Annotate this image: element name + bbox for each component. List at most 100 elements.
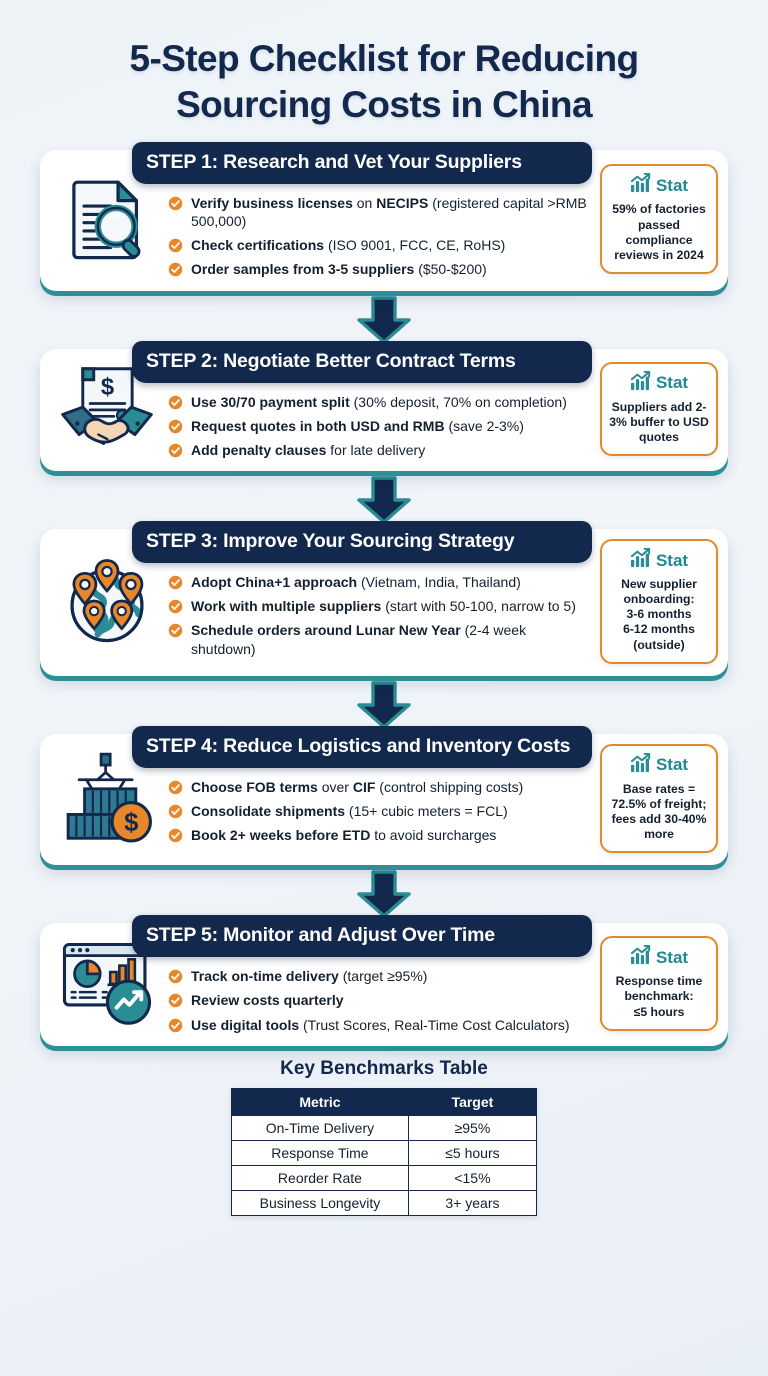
stat-chart-icon-svg	[630, 945, 651, 965]
down-arrow-icon-svg	[357, 870, 411, 918]
step-header-1: STEP 1: Research and Vet Your Suppliers	[132, 141, 592, 184]
list-item: Schedule orders around Lunar New Year (2…	[168, 621, 592, 657]
step-card-4: $ STEP 4: Reduce Logistics and Inventory…	[40, 725, 728, 866]
check-circle-icon	[168, 395, 183, 410]
svg-text:$: $	[124, 809, 138, 837]
step-header-3: STEP 3: Improve Your Sourcing Strategy	[132, 521, 592, 564]
stat-chart-icon-svg	[630, 547, 651, 568]
table-cell-target: 3+ years	[407, 1189, 538, 1216]
bullet-text: Track on-time delivery (target ≥95%)	[191, 968, 428, 985]
step-body-4: STEP 4: Reduce Logistics and Inventory C…	[132, 725, 596, 854]
stat-header: Stat	[607, 370, 711, 396]
list-item: Book 2+ weeks before ETD to avoid surcha…	[168, 826, 592, 844]
step-block-2: $ STEP 2: Negotiate Better Contract Term…	[40, 340, 728, 530]
check-circle-icon-svg	[168, 828, 183, 843]
document-magnifier-icon-svg	[72, 180, 141, 260]
down-arrow-icon	[40, 676, 728, 734]
check-circle-icon-svg	[168, 419, 183, 433]
stat-chart-icon	[630, 752, 652, 778]
check-circle-icon-svg	[168, 600, 183, 614]
handshake-contract-icon: $	[48, 359, 166, 460]
bullet-text: Choose FOB terms over CIF (control shipp…	[191, 778, 524, 795]
table-row: Response Time≤5 hours	[231, 1139, 538, 1166]
page-title: 5-Step Checklist for Reducing Sourcing C…	[0, 0, 768, 136]
bullet-text: Order samples from 3-5 suppliers ($50-$2…	[191, 261, 487, 278]
down-arrow-icon	[40, 471, 728, 529]
down-arrow-icon	[40, 291, 728, 349]
stat-header: Stat	[607, 547, 711, 573]
check-circle-icon-svg	[168, 395, 183, 409]
stat-label: Stat	[655, 550, 689, 570]
list-item: Use 30/70 payment split (30% deposit, 70…	[168, 393, 592, 411]
list-item: Track on-time delivery (target ≥95%)	[168, 967, 592, 985]
stat-text: Suppliers add 2-3% buffer to USD quotes	[609, 399, 709, 444]
bullet-list-3: Adopt China+1 approach (Vietnam, India, …	[166, 573, 592, 658]
check-circle-icon-svg	[168, 804, 183, 819]
check-circle-icon	[168, 262, 183, 277]
benchmarks-section: Key Benchmarks Table Metric Target On-Ti…	[0, 1058, 768, 1216]
table-cell-target: <15%	[407, 1164, 538, 1191]
bullet-text: Work with multiple suppliers (start with…	[191, 598, 576, 615]
list-item: Consolidate shipments (15+ cubic meters …	[168, 802, 592, 820]
bullet-text: Verify business licenses on NECIPS (regi…	[191, 194, 587, 229]
step-block-1: STEP 1: Research and Vet Your Suppliers …	[40, 141, 728, 349]
bullet-text: Schedule orders around Lunar New Year (2…	[191, 622, 527, 657]
check-circle-icon	[168, 623, 183, 638]
check-circle-icon-svg	[168, 1018, 183, 1032]
check-circle-icon-svg	[168, 575, 183, 590]
check-circle-icon	[168, 993, 183, 1008]
bullet-text: Review costs quarterly	[191, 992, 344, 1009]
stat-chart-icon-svg	[630, 752, 651, 772]
stat-label: Stat	[655, 373, 689, 393]
stat-chart-icon-svg	[630, 370, 651, 390]
page-title-line-2: Sourcing Costs in China	[176, 83, 592, 125]
check-circle-icon-svg	[168, 780, 183, 794]
table-row: Reorder Rate<15%	[231, 1164, 538, 1191]
stat-chart-icon	[630, 370, 652, 396]
bullet-text: Consolidate shipments (15+ cubic meters …	[191, 802, 508, 819]
list-item: Use digital tools (Trust Scores, Real-Ti…	[168, 1016, 592, 1034]
check-circle-icon-svg	[168, 196, 183, 210]
step-body-5: STEP 5: Monitor and Adjust Over Time Tra…	[132, 915, 596, 1034]
table-cell-target: ≥95%	[407, 1114, 538, 1141]
check-circle-icon-svg	[168, 994, 183, 1008]
check-circle-icon	[168, 780, 183, 795]
list-item: Verify business licenses on NECIPS (regi…	[168, 194, 592, 230]
globe-pins-icon	[48, 539, 166, 664]
check-circle-icon	[168, 575, 183, 590]
step-header-5: STEP 5: Monitor and Adjust Over Time	[132, 915, 592, 958]
stat-chart-icon	[630, 173, 652, 198]
benchmarks-table: Metric Target On-Time Delivery≥95%Respon…	[231, 1087, 538, 1216]
stat-header: Stat	[607, 945, 711, 970]
bullet-list-5: Track on-time delivery (target ≥95%) Rev…	[166, 967, 592, 1034]
bullet-text: Book 2+ weeks before ETD to avoid surcha…	[191, 827, 497, 844]
bullet-list-2: Use 30/70 payment split (30% deposit, 70…	[166, 393, 592, 460]
globe-pins-icon-svg	[70, 559, 144, 643]
table-header-metric: Metric	[231, 1087, 409, 1116]
check-circle-icon	[168, 196, 183, 211]
step-header-4: STEP 4: Reduce Logistics and Inventory C…	[132, 725, 592, 768]
step-body-3: STEP 3: Improve Your Sourcing Strategy A…	[132, 521, 596, 664]
page-title-line-1: 5-Step Checklist for Reducing	[129, 38, 640, 79]
stat-label: Stat	[655, 947, 689, 967]
step-card-3: STEP 3: Improve Your Sourcing Strategy A…	[40, 521, 728, 676]
check-circle-icon-svg	[168, 443, 183, 458]
check-circle-icon-svg	[168, 969, 183, 984]
down-arrow-icon-svg	[357, 476, 411, 524]
list-item: Work with multiple suppliers (start with…	[168, 597, 592, 615]
down-arrow-icon	[40, 865, 728, 923]
down-arrow-icon-svg	[357, 680, 411, 729]
check-circle-icon	[168, 419, 183, 434]
stat-chart-icon-svg	[630, 173, 651, 193]
table-header-row: Metric Target	[231, 1087, 538, 1116]
list-item: Order samples from 3-5 suppliers ($50-$2…	[168, 260, 592, 278]
table-cell-metric: Business Longevity	[231, 1189, 409, 1216]
benchmarks-title: Key Benchmarks Table	[280, 1057, 488, 1079]
check-circle-icon	[168, 443, 183, 458]
stat-label: Stat	[655, 175, 689, 195]
stat-header: Stat	[607, 173, 711, 198]
